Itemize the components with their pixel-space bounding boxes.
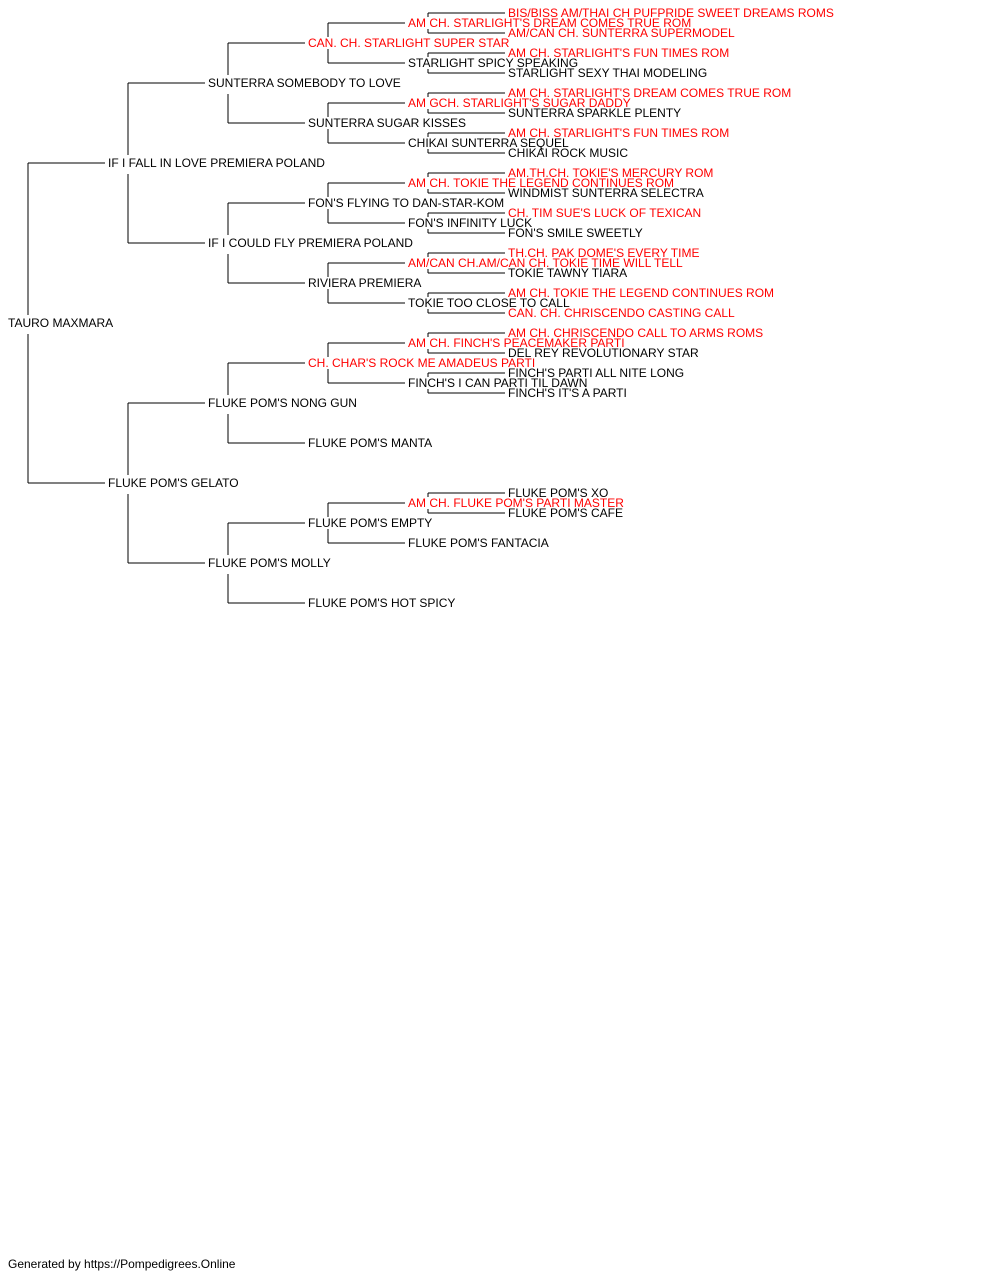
dog-name-chikai-sunterra-sequel: CHIKAI SUNTERRA SEQUEL [408,136,569,150]
dog-name-bis-biss-am-thai-ch-pufpride-sweet-dreams-roms: BIS/BISS AM/THAI CH PUFPRIDE SWEET DREAM… [508,6,834,20]
dog-name-tokie-too-close-to-call: TOKIE TOO CLOSE TO CALL [408,296,570,310]
dog-name-fluke-pom-s-molly: FLUKE POM'S MOLLY [208,556,331,570]
dog-name-windmist-sunterra-selectra: WINDMIST SUNTERRA SELECTRA [508,186,704,200]
dog-name-am-ch-tokie-the-legend-continues-rom: AM CH. TOKIE THE LEGEND CONTINUES ROM [508,286,774,300]
dog-name-am-ch-finch-s-peacemaker-parti: AM CH. FINCH'S PEACEMAKER PARTI [408,336,625,350]
dog-name-tauro-maxmara: TAURO MAXMARA [8,316,113,330]
dog-name-fon-s-smile-sweetly: FON'S SMILE SWEETLY [508,226,643,240]
dog-name-fluke-pom-s-gelato: FLUKE POM'S GELATO [108,476,239,490]
dog-name-am-ch-tokie-the-legend-continues-rom: AM CH. TOKIE THE LEGEND CONTINUES ROM [408,176,674,190]
dog-name-fluke-pom-s-hot-spicy: FLUKE POM'S HOT SPICY [308,596,455,610]
dog-name-am-ch-chriscendo-call-to-arms-roms: AM CH. CHRISCENDO CALL TO ARMS ROMS [508,326,763,340]
footer-credit: Generated by https://Pompedigrees.Online [8,1257,236,1271]
dog-name-am-can-ch-am-can-ch-tokie-time-will-tell: AM/CAN CH.AM/CAN CH. TOKIE TIME WILL TEL… [408,256,683,270]
dog-name-if-i-could-fly-premiera-poland: IF I COULD FLY PREMIERA POLAND [208,236,413,250]
dog-name-am-ch-starlight-s-fun-times-rom: AM CH. STARLIGHT'S FUN TIMES ROM [508,46,729,60]
dog-name-am-th-ch-tokie-s-mercury-rom: AM.TH.CH. TOKIE'S MERCURY ROM [508,166,713,180]
dog-name-starlight-spicy-speaking: STARLIGHT SPICY SPEAKING [408,56,578,70]
dog-name-am-gch-starlight-s-sugar-daddy: AM GCH. STARLIGHT'S SUGAR DADDY [408,96,631,110]
dog-name-am-ch-starlight-s-fun-times-rom: AM CH. STARLIGHT'S FUN TIMES ROM [508,126,729,140]
dog-name-fon-s-flying-to-dan-star-kom: FON'S FLYING TO DAN-STAR-KOM [308,196,504,210]
dog-name-am-ch-fluke-pom-s-parti-master: AM CH. FLUKE POM'S PARTI MASTER [408,496,624,510]
dog-name-can-ch-chriscendo-casting-call: CAN. CH. CHRISCENDO CASTING CALL [508,306,735,320]
dog-name-can-ch-starlight-super-star: CAN. CH. STARLIGHT SUPER STAR [308,36,510,50]
dog-name-fluke-pom-s-manta: FLUKE POM'S MANTA [308,436,432,450]
dog-name-if-i-fall-in-love-premiera-poland: IF I FALL IN LOVE PREMIERA POLAND [108,156,325,170]
dog-name-th-ch-pak-dome-s-every-time: TH.CH. PAK DOME'S EVERY TIME [508,246,699,260]
dog-name-del-rey-revolutionary-star: DEL REY REVOLUTIONARY STAR [508,346,699,360]
dog-name-am-ch-starlight-s-dream-comes-true-rom: AM CH. STARLIGHT'S DREAM COMES TRUE ROM [408,16,691,30]
dog-name-tokie-tawny-tiara: TOKIE TAWNY TIARA [508,266,627,280]
dog-name-sunterra-somebody-to-love: SUNTERRA SOMEBODY TO LOVE [208,76,401,90]
dog-name-ch-char-s-rock-me-amadeus-parti: CH. CHAR'S ROCK ME AMADEUS PARTI [308,356,535,370]
dog-name-finch-s-parti-all-nite-long: FINCH'S PARTI ALL NITE LONG [508,366,684,380]
dog-name-sunterra-sparkle-plenty: SUNTERRA SPARKLE PLENTY [508,106,681,120]
dog-name-sunterra-sugar-kisses: SUNTERRA SUGAR KISSES [308,116,466,130]
dog-name-starlight-sexy-thai-modeling: STARLIGHT SEXY THAI MODELING [508,66,707,80]
dog-name-finch-s-it-s-a-parti: FINCH'S IT'S A PARTI [508,386,627,400]
dog-name-riviera-premiera: RIVIERA PREMIERA [308,276,421,290]
dog-name-fluke-pom-s-empty: FLUKE POM'S EMPTY [308,516,432,530]
dog-name-fluke-pom-s-cafe: FLUKE POM'S CAFE [508,506,623,520]
dog-name-fluke-pom-s-xo: FLUKE POM'S XO [508,486,608,500]
dog-name-fluke-pom-s-nong-gun: FLUKE POM'S NONG GUN [208,396,357,410]
dog-name-am-can-ch-sunterra-supermodel: AM/CAN CH. SUNTERRA SUPERMODEL [508,26,735,40]
dog-name-am-ch-starlight-s-dream-comes-true-rom: AM CH. STARLIGHT'S DREAM COMES TRUE ROM [508,86,791,100]
dog-name-fon-s-infinity-luck: FON'S INFINITY LUCK [408,216,532,230]
dog-name-chikai-rock-music: CHIKAI ROCK MUSIC [508,146,628,160]
dog-name-finch-s-i-can-parti-til-dawn: FINCH'S I CAN PARTI TIL DAWN [408,376,587,390]
dog-name-fluke-pom-s-fantacia: FLUKE POM'S FANTACIA [408,536,549,550]
dog-name-ch-tim-sue-s-luck-of-texican: CH. TIM SUE'S LUCK OF TEXICAN [508,206,701,220]
